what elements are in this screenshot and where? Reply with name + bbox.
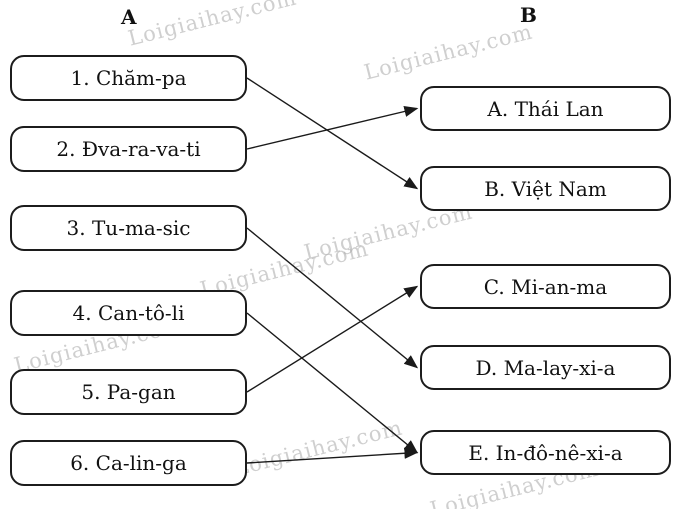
box-cantoli: 4. Can-tô-li — [10, 290, 247, 336]
box-label: 6. Ca-lin-ga — [70, 451, 187, 475]
watermark: Loigiaihay.com — [231, 415, 406, 481]
box-tumasic: 3. Tu-ma-sic — [10, 205, 247, 251]
box-label: B. Việt Nam — [484, 176, 607, 201]
box-label: E. In-đô-nê-xi-a — [468, 440, 623, 465]
box-label: C. Mi-an-ma — [483, 274, 608, 299]
box-mianma: C. Mi-an-ma — [420, 264, 671, 309]
box-pagan: 5. Pa-gan — [10, 369, 247, 415]
box-calinga: 6. Ca-lin-ga — [10, 440, 247, 486]
column-b-header: B — [520, 3, 537, 27]
box-label: 5. Pa-gan — [81, 380, 176, 404]
box-champa: 1. Chăm-pa — [10, 55, 247, 101]
box-vietnam: B. Việt Nam — [420, 166, 671, 211]
watermark: Loigiaihay.com — [125, 0, 300, 51]
box-malayxia: D. Ma-lay-xi-a — [420, 345, 671, 390]
box-label: A. Thái Lan — [487, 96, 604, 121]
box-label: 1. Chăm-pa — [70, 66, 187, 90]
box-dvaravati: 2. Đva-ra-va-ti — [10, 126, 247, 172]
box-label: 3. Tu-ma-sic — [66, 216, 191, 240]
column-a-header: A — [121, 5, 137, 29]
box-indonexia: E. In-đô-nê-xi-a — [420, 430, 671, 475]
box-thailan: A. Thái Lan — [420, 86, 671, 131]
box-label: 2. Đva-ra-va-ti — [56, 137, 201, 161]
box-label: D. Ma-lay-xi-a — [475, 355, 616, 380]
box-label: 4. Can-tô-li — [72, 301, 185, 325]
watermark: Loigiaihay.com — [361, 19, 536, 85]
